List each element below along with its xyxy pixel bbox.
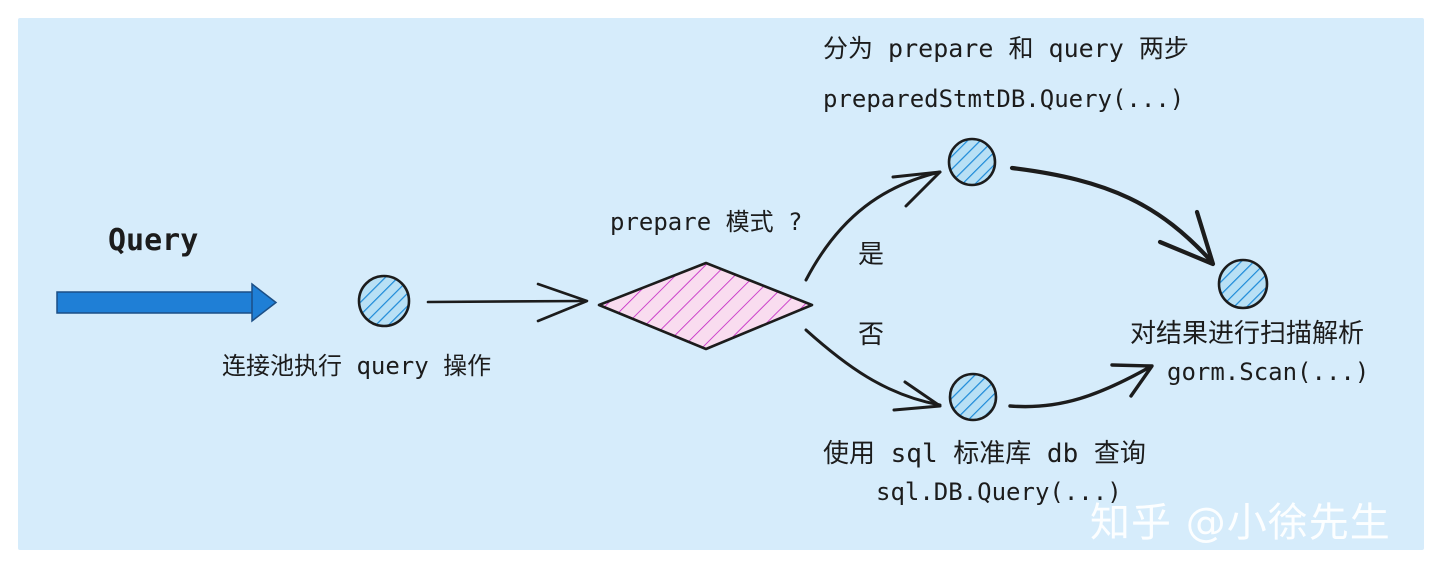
std-branch-line2: sql.DB.Query(...) xyxy=(876,478,1122,506)
pool-to-decision-arrow xyxy=(426,282,589,323)
query-input-arrow xyxy=(56,282,278,323)
std-to-result-arrow xyxy=(1008,363,1154,409)
pool-node xyxy=(357,274,411,328)
std-sql-node xyxy=(948,372,998,422)
prepare-branch-line2: preparedStmtDB.Query(...) xyxy=(823,85,1185,113)
yes-label: 是 xyxy=(858,240,885,270)
result-line1: 对结果进行扫描解析 xyxy=(1130,319,1365,349)
result-line2: gorm.Scan(...) xyxy=(1167,358,1370,386)
prepare-branch-line1: 分为 prepare 和 query 两步 xyxy=(823,34,1189,63)
watermark: 知乎 @小徐先生 xyxy=(1090,500,1391,546)
yes-branch-arrow xyxy=(804,170,942,282)
prepare-node xyxy=(947,137,997,187)
decision-diamond xyxy=(597,261,814,351)
no-branch-arrow xyxy=(804,328,942,412)
pool-label: 连接池执行 query 操作 xyxy=(222,352,492,380)
no-label: 否 xyxy=(858,320,885,350)
decision-label: prepare 模式 ? xyxy=(610,208,803,236)
query-label: Query xyxy=(108,223,199,258)
result-node xyxy=(1217,258,1269,310)
std-branch-line1: 使用 sql 标准库 db 查询 xyxy=(823,439,1146,469)
prepare-to-result-arrow xyxy=(1009,165,1216,267)
